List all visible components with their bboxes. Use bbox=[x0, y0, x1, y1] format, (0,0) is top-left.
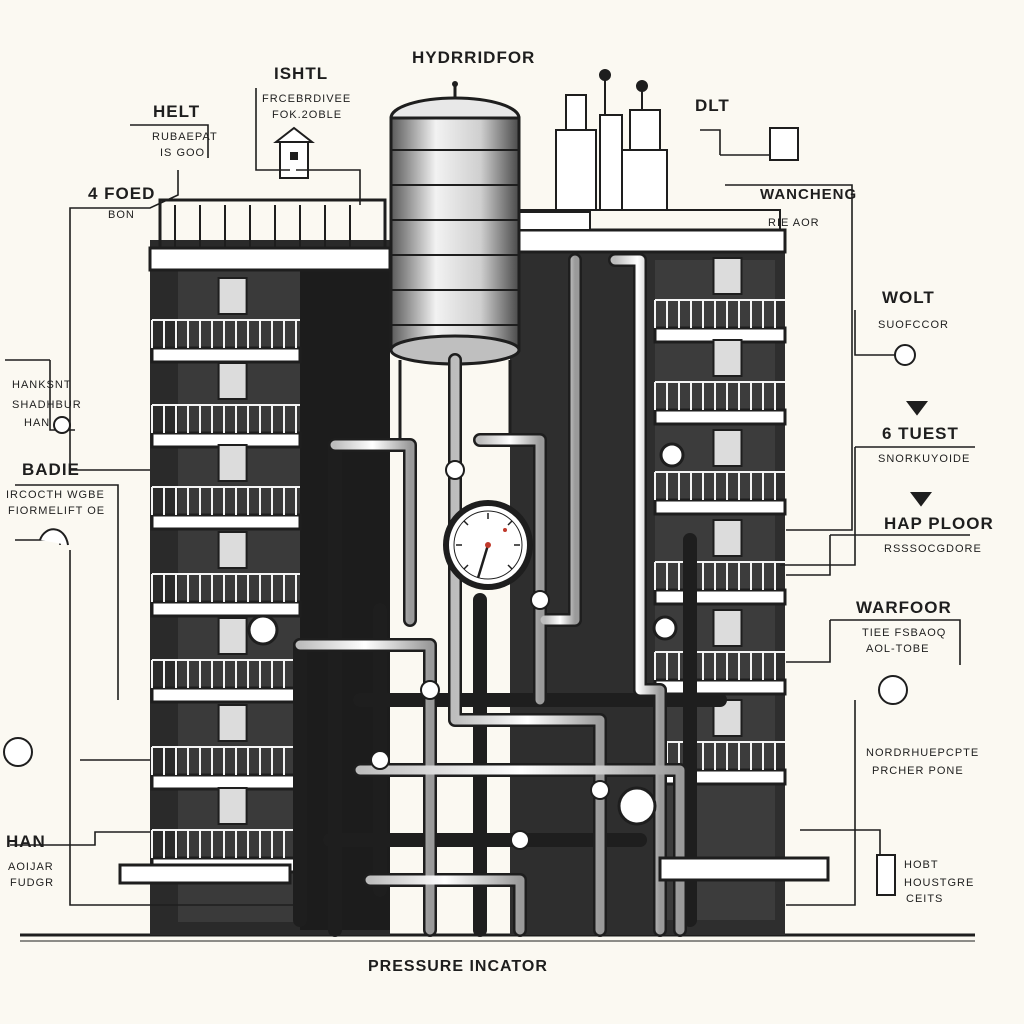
window bbox=[217, 444, 248, 482]
window bbox=[217, 362, 248, 400]
label-hanksnt-2: SHADHBUR bbox=[12, 399, 82, 411]
label-guest: 6 TUEST bbox=[882, 424, 959, 443]
balcony-railing bbox=[151, 319, 300, 348]
left-tower bbox=[148, 126, 392, 935]
right-balconies bbox=[653, 257, 787, 786]
window bbox=[217, 704, 248, 742]
balcony-railing bbox=[151, 659, 300, 688]
balcony-railing bbox=[151, 746, 300, 775]
left-balconies bbox=[150, 277, 302, 874]
window bbox=[712, 519, 743, 557]
label-han-sub-1: AOIJAR bbox=[8, 861, 54, 873]
label-isht-sub-1: FRCEBRDIVEE bbox=[262, 93, 352, 105]
label-hydrridfor: HYDRRIDFOR bbox=[412, 48, 536, 67]
balcony-railing bbox=[654, 471, 785, 500]
label-hap-ploor: HAP PLOOR bbox=[884, 514, 994, 533]
water-tank bbox=[389, 81, 521, 440]
label-wancheng-sub: RIE AOR bbox=[768, 217, 820, 229]
balcony-slab bbox=[150, 600, 302, 618]
label-4-foed: 4 FOED bbox=[88, 184, 156, 203]
label-hanksnt-1: HANKSNT bbox=[12, 379, 72, 391]
balcony-slab bbox=[150, 513, 302, 531]
label-han-sub-2: FUDGR bbox=[10, 877, 55, 889]
balcony-slab bbox=[150, 773, 302, 791]
balcony-railing bbox=[151, 404, 300, 433]
balcony-railing bbox=[654, 381, 785, 410]
label-warfoor: WARFOOR bbox=[856, 598, 952, 617]
label-dlt: DLT bbox=[695, 96, 730, 115]
window bbox=[217, 277, 248, 315]
label-wolt: WOLT bbox=[882, 288, 935, 307]
label-helt-sub-2: IS GOO bbox=[160, 147, 206, 159]
caption-pressure-incator: PRESSURE INCATOR bbox=[368, 958, 548, 975]
label-badie-sub-2: FIORMELIFT OE bbox=[8, 505, 106, 517]
label-helt: HELT bbox=[153, 102, 201, 121]
label-isht-sub-2: FOK.2OBLE bbox=[272, 109, 343, 121]
balcony-slab bbox=[653, 678, 787, 696]
label-nordr-1: NORDRHUEPCPTE bbox=[866, 747, 980, 759]
label-hobt-2: HOUSTGRE bbox=[904, 877, 975, 889]
window bbox=[712, 339, 743, 377]
label-han: HAN bbox=[6, 832, 46, 851]
label-guest-sub: SNORKUYOIDE bbox=[878, 453, 971, 465]
label-warfoor-sub-2: AOL-TOBE bbox=[866, 643, 930, 655]
label-badie-sub-1: IRCOCTH WGBE bbox=[6, 489, 105, 501]
label-hobt-3: CEITS bbox=[906, 893, 944, 905]
base-platform bbox=[118, 856, 830, 885]
balcony-railing bbox=[654, 299, 785, 328]
balcony-slab bbox=[653, 408, 787, 426]
pressure-gauge bbox=[443, 500, 533, 590]
label-hobt-1: HOBT bbox=[904, 859, 939, 871]
label-badie: BADIE bbox=[22, 460, 80, 479]
balcony-slab bbox=[653, 498, 787, 516]
label-nordr-2: PRCHER PONE bbox=[872, 765, 964, 777]
label-helt-sub-1: RUBAEPAT bbox=[152, 131, 218, 143]
label-wancheng: WANCHENG bbox=[760, 186, 858, 203]
window bbox=[712, 257, 743, 295]
window bbox=[217, 787, 248, 825]
label-hanksnt-3: HAN bbox=[24, 417, 51, 429]
window bbox=[712, 609, 743, 647]
balcony-railing bbox=[151, 486, 300, 515]
label-warfoor-sub-1: TIEE FSBAOQ bbox=[862, 627, 947, 639]
window bbox=[217, 531, 248, 569]
small-gauges bbox=[247, 442, 685, 826]
balcony-slab bbox=[653, 588, 787, 606]
ground-line bbox=[20, 933, 975, 942]
balcony-railing bbox=[151, 573, 300, 602]
balcony-slab bbox=[150, 346, 302, 364]
balcony-slab bbox=[150, 686, 302, 704]
balcony-railing bbox=[151, 829, 300, 858]
callout-icons bbox=[3, 127, 932, 896]
window bbox=[217, 617, 248, 655]
label-wolt-sub: SUOFCCOR bbox=[878, 319, 949, 331]
label-4-foed-sub: BON bbox=[108, 209, 135, 221]
label-hap-ploor-sub: RSSSOCGDORE bbox=[884, 543, 982, 555]
window bbox=[712, 429, 743, 467]
label-isht: ISHTL bbox=[274, 64, 329, 83]
